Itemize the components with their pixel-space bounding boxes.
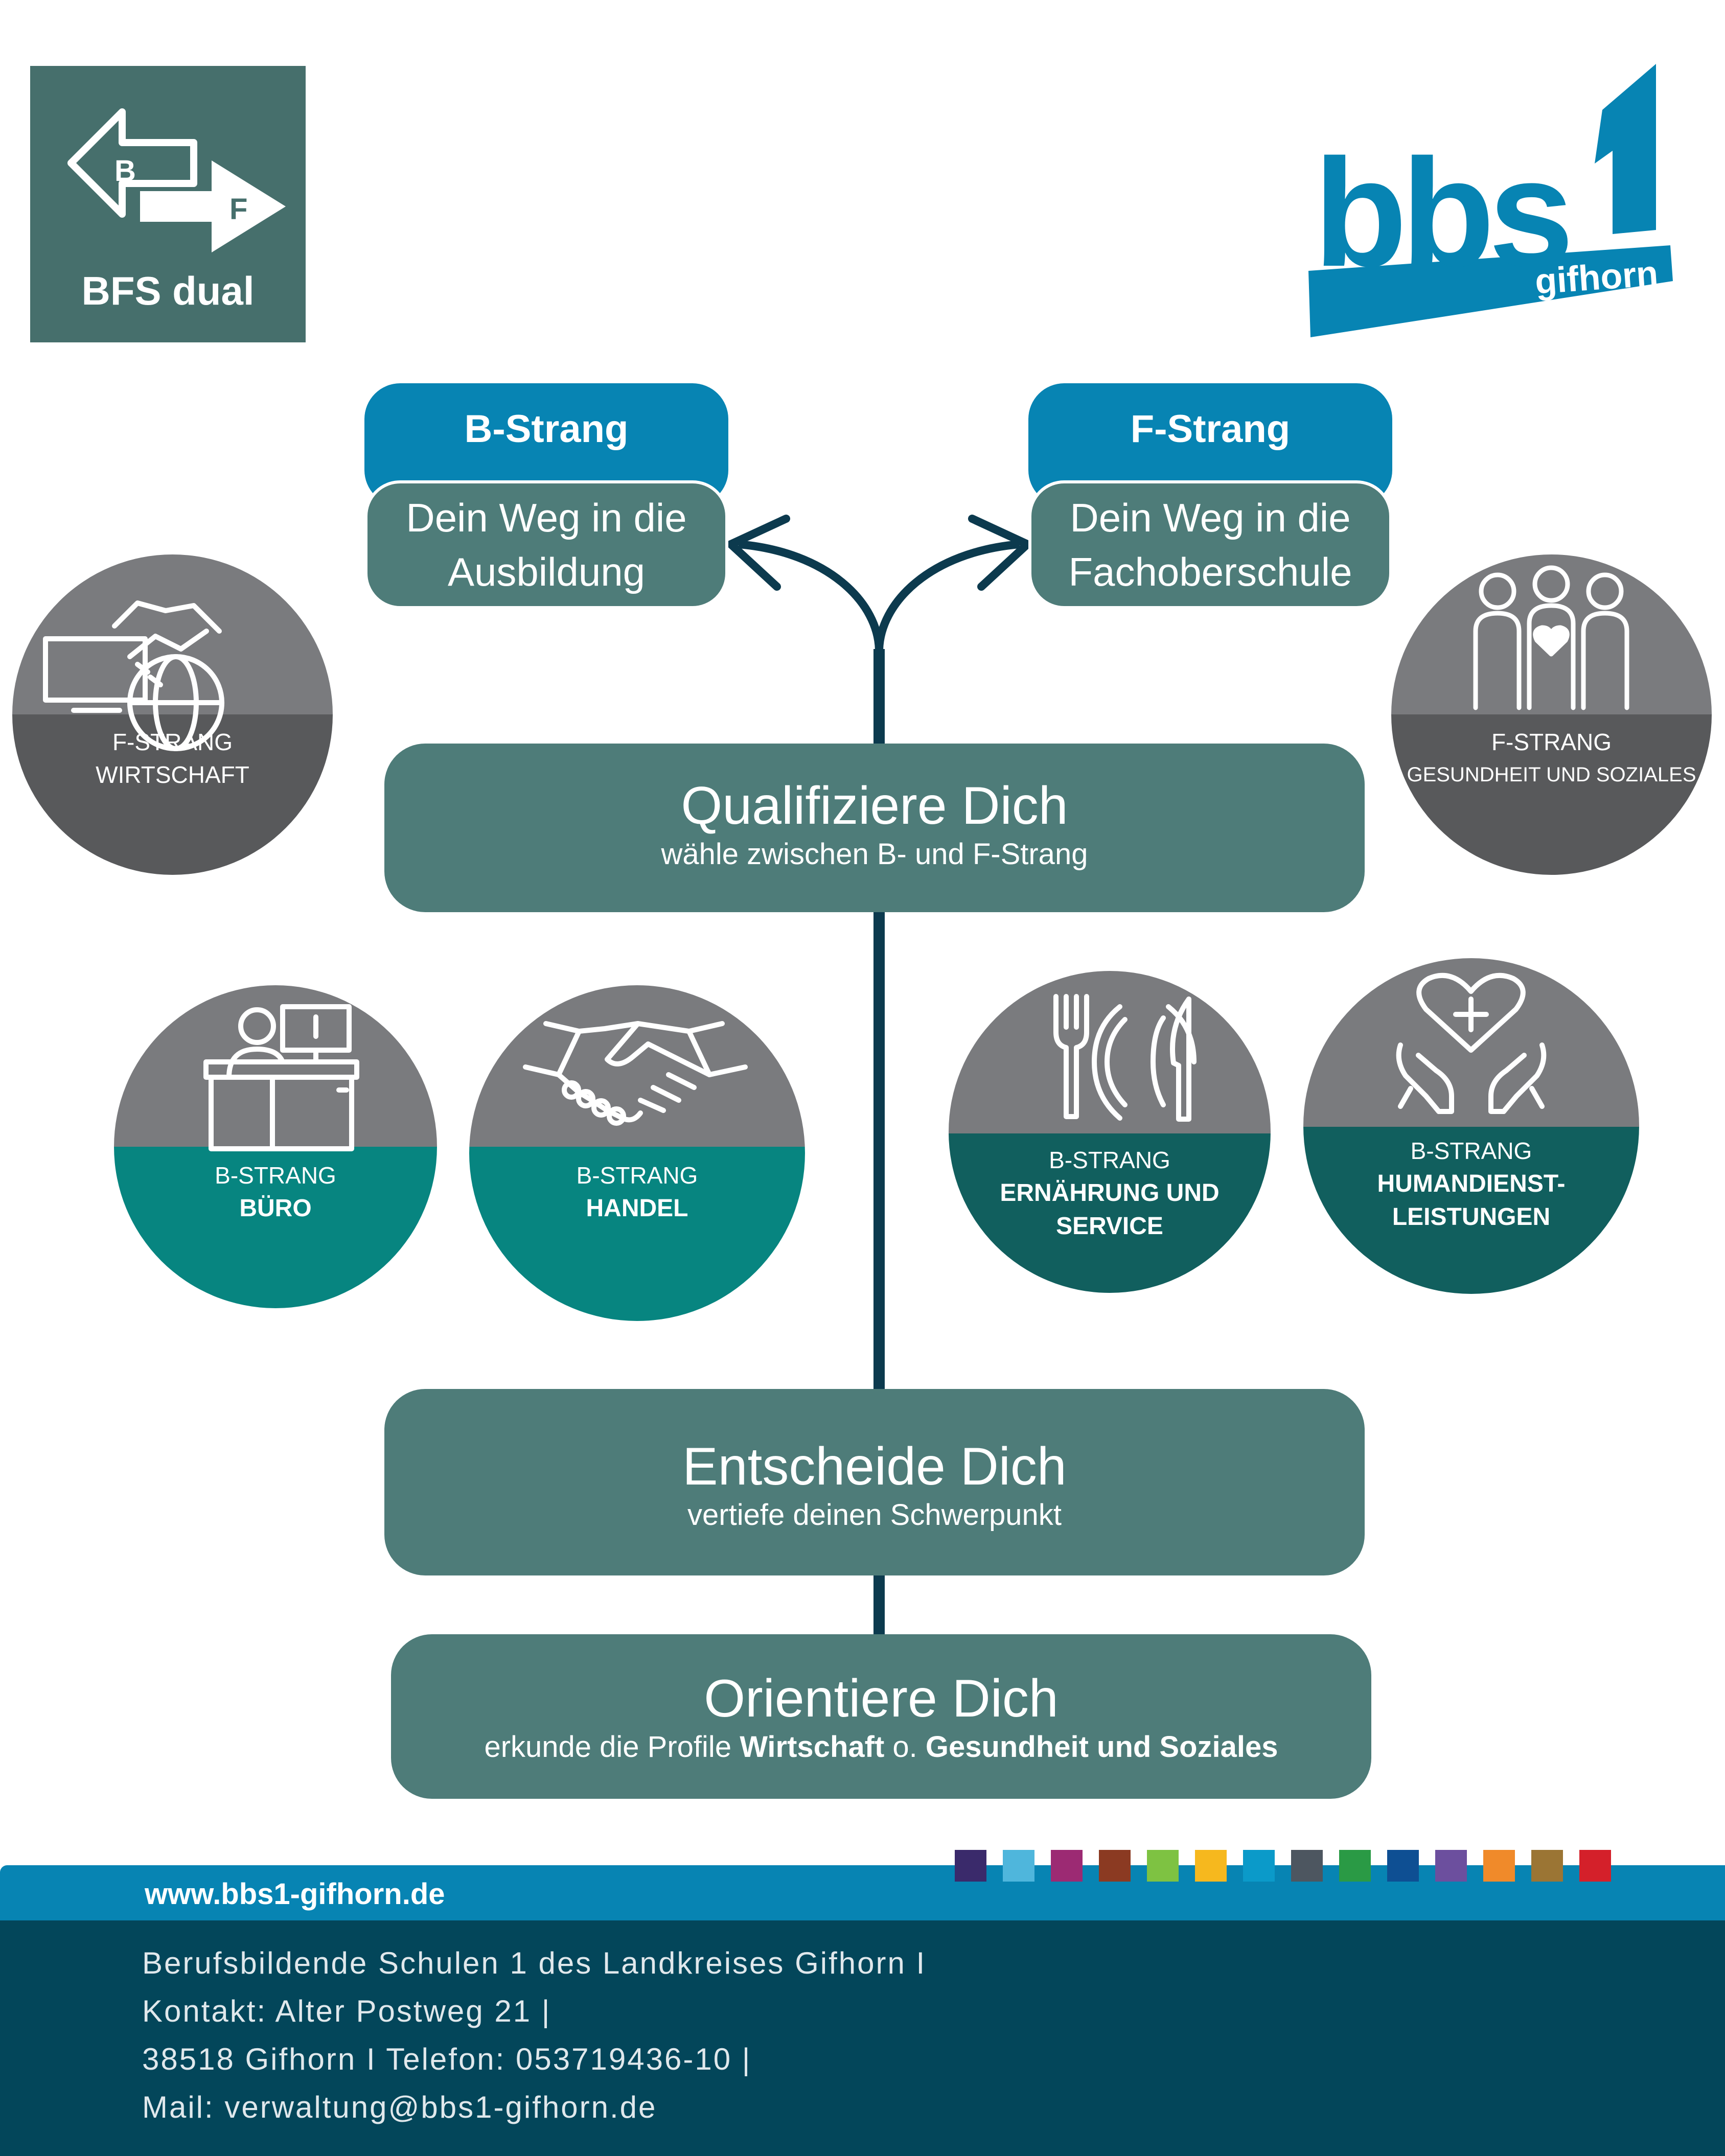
- circle-b-human: B-STRANG HUMANDIENST- LEISTUNGEN: [1303, 958, 1639, 1294]
- bfs-dual-label: BFS dual: [81, 268, 255, 313]
- color-swatch: [1531, 1850, 1563, 1882]
- b-strang-description: Dein Weg in die Ausbildung: [364, 480, 728, 609]
- bbs-logo-sub: gifhorn: [1534, 253, 1660, 302]
- circle-b-buero-line1: B-STRANG: [215, 1162, 336, 1189]
- footer-line4[interactable]: Mail: verwaltung@bbs1-gifhorn.de: [142, 2090, 657, 2124]
- circle-b-human-line1: B-STRANG: [1410, 1138, 1532, 1164]
- office-desk-icon: [203, 1004, 359, 1151]
- hands-heart-icon: [1396, 972, 1547, 1114]
- circle-b-ernaehrung-line3: SERVICE: [1056, 1213, 1163, 1240]
- bbs1-gifhorn-logo: bbs gifhorn: [1308, 64, 1673, 337]
- orientiere-sub-wirtschaft: Wirtschaft: [740, 1730, 885, 1764]
- orientiere-sub-gesundheit: Gesundheit und Soziales: [925, 1730, 1278, 1764]
- circle-f-gesundheit-line2: GESUNDHEIT UND SOZIALES: [1407, 763, 1696, 786]
- step-qualifiziere-subtitle: wähle zwischen B- und F-Strang: [661, 838, 1088, 871]
- circle-b-handel: B-STRANG HANDEL: [469, 985, 805, 1321]
- bbs-logo-text: bbs: [1314, 127, 1568, 298]
- plate-cutlery-icon: [1053, 994, 1197, 1122]
- color-swatch: [1291, 1850, 1323, 1882]
- color-swatch: [1435, 1850, 1467, 1882]
- b-strang-line2: Ausbildung: [448, 549, 645, 594]
- step-qualifiziere-title: Qualifiziere Dich: [681, 776, 1068, 836]
- step-orientiere: Orientiere Dich erkunde die Profile Wirt…: [391, 1634, 1371, 1799]
- footer-line1: Berufsbildende Schulen 1 des Landkreises…: [142, 1946, 927, 1980]
- f-strang-card: F-Strang Dein Weg in die Fachoberschule: [1028, 383, 1392, 618]
- circle-b-ernaehrung-line2: ERNÄHRUNG UND: [1000, 1179, 1220, 1207]
- circle-f-wirtschaft: F-STRANG WIRTSCHAFT: [12, 554, 333, 875]
- f-strang-line1: Dein Weg in die: [1070, 495, 1351, 540]
- color-swatch: [1147, 1850, 1179, 1882]
- bfs-dual-logo: B F BFS dual: [30, 66, 306, 342]
- b-strang-card: B-Strang Dein Weg in die Ausbildung: [364, 383, 728, 618]
- circle-b-human-line3: LEISTUNGEN: [1392, 1203, 1551, 1231]
- color-swatch: [1195, 1850, 1227, 1882]
- footer-line3: 38518 Gifhorn I Telefon: 053719436-10 |: [142, 2042, 752, 2076]
- bfs-b-letter: B: [114, 154, 136, 188]
- circle-b-buero-line2: BÜRO: [239, 1195, 312, 1222]
- circle-f-gesundheit: F-STRANG GESUNDHEIT UND SOZIALES: [1391, 554, 1712, 875]
- step-entscheide-subtitle: vertiefe deinen Schwerpunkt: [687, 1498, 1062, 1532]
- step-entscheide-title: Entscheide Dich: [682, 1437, 1067, 1496]
- circle-b-buero: B-STRANG BÜRO: [114, 985, 437, 1308]
- color-swatch: [1579, 1850, 1611, 1882]
- color-swatch: [1099, 1850, 1131, 1882]
- handshake-globe-computer-icon: [43, 600, 224, 751]
- step-orientiere-title: Orientiere Dich: [704, 1669, 1059, 1728]
- b-strang-line1: Dein Weg in die: [406, 495, 687, 540]
- footer-contact-text: Berufsbildende Schulen 1 des Landkreises…: [142, 1939, 926, 2131]
- color-swatch: [1483, 1850, 1515, 1882]
- bfs-f-letter: F: [229, 193, 247, 226]
- orientiere-sub-prefix: erkunde die Profile: [484, 1730, 740, 1764]
- f-strang-line2: Fachoberschule: [1068, 549, 1352, 594]
- color-swatch: [1243, 1850, 1275, 1882]
- people-heart-icon: [1473, 565, 1629, 710]
- footer-line2: Kontakt: Alter Postweg 21 |: [142, 1994, 551, 2028]
- footer-contact-panel: [0, 1920, 1725, 2156]
- footer-website-link[interactable]: www.bbs1-gifhorn.de: [145, 1877, 445, 1911]
- f-strang-description: Dein Weg in die Fachoberschule: [1028, 480, 1392, 609]
- circle-f-wirtschaft-line2: WIRTSCHAFT: [96, 761, 249, 788]
- circle-b-ernaehrung: B-STRANG ERNÄHRUNG UND SERVICE: [949, 971, 1271, 1293]
- color-swatch: [1003, 1850, 1034, 1882]
- circle-f-wirtschaft-line1: F-STRANG: [112, 729, 233, 755]
- color-swatch: [955, 1850, 986, 1882]
- color-swatch: [1339, 1850, 1371, 1882]
- circle-b-handel-line1: B-STRANG: [576, 1162, 698, 1189]
- orientiere-sub-mid: o.: [884, 1730, 926, 1764]
- step-qualifiziere: Qualifiziere Dich wähle zwischen B- und …: [384, 744, 1365, 912]
- step-orientiere-subtitle: erkunde die Profile Wirtschaft o. Gesund…: [391, 1729, 1371, 1765]
- color-swatch: [1387, 1850, 1419, 1882]
- handshake-icon: [523, 1021, 748, 1126]
- circle-b-ernaehrung-line1: B-STRANG: [1049, 1147, 1170, 1173]
- color-swatch: [1051, 1850, 1083, 1882]
- circle-b-handel-line2: HANDEL: [586, 1195, 688, 1222]
- circle-f-gesundheit-line1: F-STRANG: [1491, 729, 1612, 755]
- step-entscheide: Entscheide Dich vertiefe deinen Schwerpu…: [384, 1389, 1365, 1575]
- circle-b-human-line2: HUMANDIENST-: [1377, 1170, 1566, 1197]
- exchange-arrows-icon: B F: [67, 108, 286, 252]
